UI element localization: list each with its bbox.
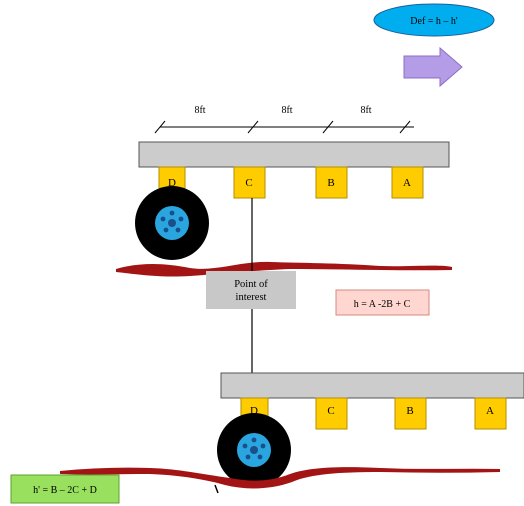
lower-road-surface <box>60 467 500 489</box>
upper-wheel-icon <box>135 186 209 260</box>
lower-pad-b-label: B <box>406 405 413 417</box>
point-of-interest-line1: Point of <box>234 279 268 290</box>
dimension-line <box>154 120 414 134</box>
lower-pad-c-label: C <box>327 405 334 417</box>
formula-h-prime-text: h' = B – 2C + D <box>33 485 97 496</box>
dimension-label-2: 8ft <box>281 105 292 116</box>
upper-pad-b-label: B <box>327 177 334 189</box>
formula-h-text: h = A -2B + C <box>354 299 411 310</box>
lower-pad-d-label: D <box>250 405 258 417</box>
deflection-oval: Def = h – h' <box>373 3 495 37</box>
lower-pad-b: B <box>394 397 427 430</box>
formula-h-prime-box: h' = B – 2C + D <box>10 474 120 504</box>
point-of-interest-line2: interest <box>236 292 267 303</box>
upper-road-surface <box>116 261 452 277</box>
upper-pad-d-label: D <box>168 177 176 189</box>
dimension-label-1: 8ft <box>194 105 205 116</box>
lower-pad-a-label: A <box>486 405 494 417</box>
upper-pad-c-label: C <box>245 177 252 189</box>
formula-h-box: h = A -2B + C <box>335 289 430 316</box>
lower-pad-a: A <box>474 397 507 430</box>
direction-arrow <box>403 46 463 88</box>
lower-pad-c: C <box>315 397 348 430</box>
upper-pad-a-label: A <box>403 177 411 189</box>
road-marker <box>214 484 219 494</box>
lower-beam <box>220 372 524 399</box>
upper-beam <box>138 141 450 168</box>
upper-pad-b: B <box>315 166 348 199</box>
dimension-label-3: 8ft <box>360 105 371 116</box>
lower-wheel-icon <box>217 413 291 487</box>
deflection-formula-text: Def = h – h' <box>410 16 458 27</box>
point-of-interest-label: Point of interest <box>206 271 296 309</box>
upper-pad-c: C <box>233 166 266 199</box>
upper-pad-a: A <box>391 166 424 199</box>
